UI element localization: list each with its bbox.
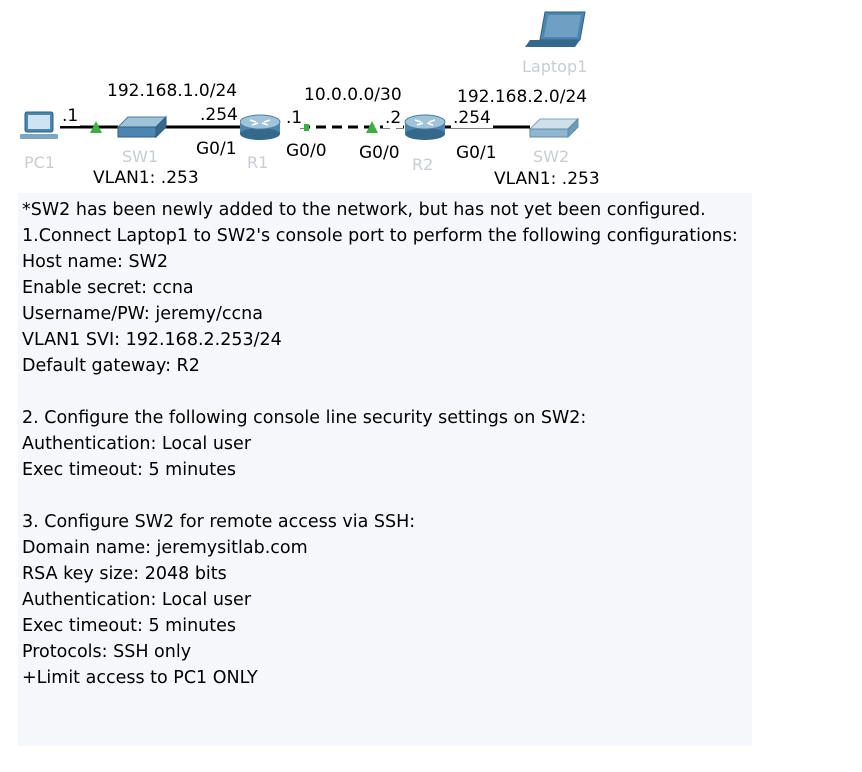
- notes-line: Default gateway: R2: [22, 356, 200, 376]
- laptop-icon[interactable]: [525, 11, 586, 47]
- network-label-right: 192.168.2.0/24: [455, 87, 590, 107]
- network-label-middle: 10.0.0.0/30: [302, 85, 404, 105]
- address-label-pc1: .1: [60, 106, 81, 126]
- device-label-r1: R1: [247, 153, 269, 172]
- link-up-indicator: [304, 124, 309, 131]
- interface-label-r1-g01: G0/1: [194, 139, 239, 159]
- interface-label-r1-g00: G0/0: [284, 141, 329, 161]
- notes-line: 1.Connect Laptop1 to SW2's console port …: [22, 226, 738, 246]
- notes-line: *SW2 has been newly added to the network…: [22, 200, 706, 220]
- device-label-r2: R2: [412, 155, 434, 174]
- device-label-laptop1: Laptop1: [522, 57, 588, 76]
- switch-icon[interactable]: [528, 117, 580, 139]
- notes-line: Authentication: Local user: [22, 590, 252, 610]
- notes-line: +Limit access to PC1 ONLY: [22, 668, 258, 688]
- notes-line: Username/PW: jeremy/ccna: [22, 304, 263, 324]
- interface-label-r2-g01: G0/1: [454, 143, 499, 163]
- notes-line: Exec timeout: 5 minutes: [22, 460, 237, 480]
- address-label-r1-g01: .254: [198, 105, 240, 125]
- vlan-label-sw2: VLAN1: .253: [492, 169, 602, 189]
- link-up-indicator: [366, 121, 378, 133]
- notes-line: 3. Configure SW2 for remote access via S…: [22, 512, 416, 532]
- notes-line: 2. Configure the following console line …: [22, 408, 587, 428]
- address-label-r2-g01: .254: [451, 108, 493, 128]
- notes-line: Exec timeout: 5 minutes: [22, 616, 237, 636]
- notes-line: VLAN1 SVI: 192.168.2.253/24: [22, 330, 282, 350]
- address-label-r2-g00: .2: [383, 108, 404, 128]
- task-notes: *SW2 has been newly added to the network…: [18, 193, 752, 746]
- device-label-pc1: PC1: [24, 153, 55, 172]
- notes-line: Host name: SW2: [22, 252, 169, 272]
- notes-line: Domain name: jeremysitlab.com: [22, 538, 308, 558]
- switch-icon[interactable]: [116, 115, 168, 139]
- interface-label-r2-g00: G0/0: [357, 143, 402, 163]
- router-icon[interactable]: [239, 114, 281, 140]
- device-label-sw2: SW2: [533, 147, 570, 166]
- notes-line: Authentication: Local user: [22, 434, 252, 454]
- notes-line: Enable secret: ccna: [22, 278, 194, 298]
- network-topology: [20, 11, 586, 140]
- address-label-r1-g00: .1: [284, 108, 305, 128]
- vlan-label-sw1: VLAN1: .253: [91, 168, 201, 188]
- link-up-indicator: [90, 121, 102, 133]
- network-label-left: 192.168.1.0/24: [105, 81, 240, 101]
- device-label-sw1: SW1: [122, 147, 159, 166]
- notes-line: Protocols: SSH only: [22, 642, 192, 662]
- notes-line: RSA key size: 2048 bits: [22, 564, 227, 584]
- pc-icon[interactable]: [20, 111, 58, 139]
- router-icon[interactable]: [404, 114, 446, 140]
